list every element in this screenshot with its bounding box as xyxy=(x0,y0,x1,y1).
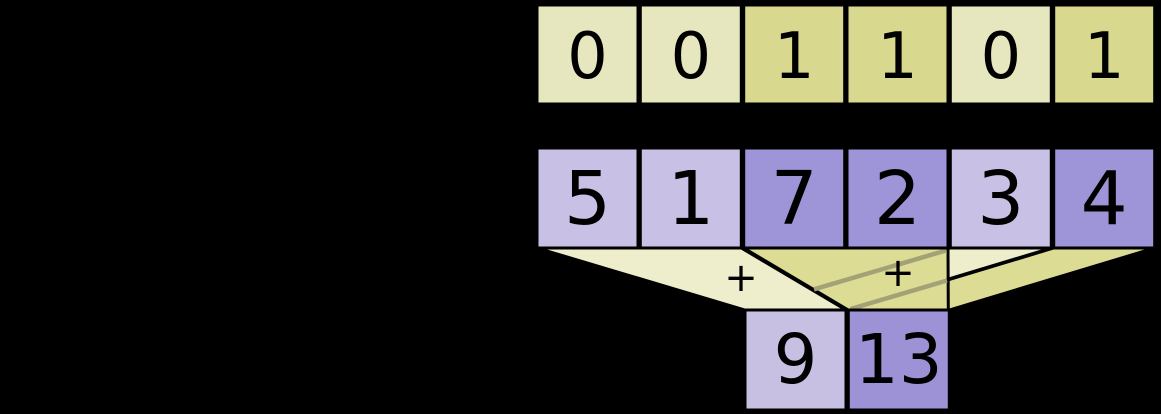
result-cell-1-value: 9 xyxy=(774,320,818,400)
mask-cell-1 xyxy=(535,3,640,106)
mask-row: 0 0 1 1 0 1 xyxy=(535,3,1157,106)
value-cell-5 xyxy=(948,146,1053,250)
result-cell-2-value: 13 xyxy=(855,320,943,400)
mask-cell-3 xyxy=(742,3,847,106)
value-row: 5 1 7 2 3 4 xyxy=(535,146,1157,250)
value-cell-2-value: 1 xyxy=(667,156,714,242)
value-cell-3-value: 7 xyxy=(771,156,818,242)
plus-operator-left: + xyxy=(724,255,758,301)
value-cell-4-value: 2 xyxy=(874,156,921,242)
mask-cell-4 xyxy=(845,3,950,106)
mask-cell-5-value: 0 xyxy=(980,20,1021,94)
mask-cell-2 xyxy=(638,3,743,106)
value-cell-2 xyxy=(638,146,743,250)
crossing-edge-band-upper xyxy=(813,248,948,292)
mask-cell-6 xyxy=(1052,3,1157,106)
value-cell-1 xyxy=(535,146,640,250)
value-cell-6-value: 4 xyxy=(1081,156,1128,242)
value-cell-6 xyxy=(1052,146,1157,250)
mask-cell-4-value: 1 xyxy=(877,20,918,94)
value-cell-5-value: 3 xyxy=(977,156,1024,242)
mask-cell-6-value: 1 xyxy=(1084,20,1125,94)
mask-cell-3-value: 1 xyxy=(774,20,815,94)
value-cell-1-value: 5 xyxy=(564,156,611,242)
crossing-edge-band-lower xyxy=(849,278,948,312)
result-cell-2 xyxy=(846,308,951,412)
mask-cell-5 xyxy=(948,3,1053,106)
mask-cell-1-value: 0 xyxy=(567,20,608,94)
mask-cell-2-value: 0 xyxy=(670,20,711,94)
plus-operator-right: + xyxy=(881,250,915,296)
result-cell-1 xyxy=(743,308,848,412)
value-cell-4 xyxy=(845,146,950,250)
result-row: 9 13 xyxy=(743,308,951,412)
value-cell-3 xyxy=(742,146,847,250)
